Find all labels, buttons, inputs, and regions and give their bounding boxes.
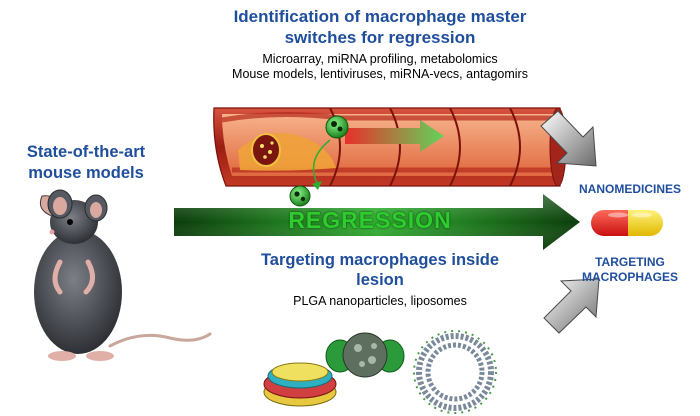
artery-illustration	[213, 107, 567, 207]
top-methods: Microarray, miRNA profiling, metabolomic…	[190, 52, 570, 82]
mouse-illustration	[34, 189, 212, 361]
top-title: Identification of macrophage master swit…	[233, 7, 527, 47]
nanomedicines-label: NANOMEDICINES	[578, 182, 681, 196]
targeting-subtitle: PLGA nanoparticles, liposomes	[293, 294, 467, 308]
targeting-title: Targeting macrophages inside lesion	[260, 251, 500, 289]
nanoparticle-sphere-icon	[325, 332, 405, 378]
top-methods-line-2: Mouse models, lentiviruses, miRNA-vecs, …	[232, 67, 528, 81]
liposome-icon	[413, 330, 497, 414]
left-title: State-of-the-art mouse models	[26, 143, 146, 182]
capsule-icon	[591, 210, 663, 236]
gray-arrow-down	[540, 110, 597, 167]
regression-label: REGRESSION	[288, 207, 452, 233]
regression-arrow	[174, 194, 580, 250]
gray-arrow-up	[543, 278, 600, 334]
nanoparticle-disc-icon	[263, 362, 337, 407]
top-methods-line-1: Microarray, miRNA profiling, metabolomic…	[262, 52, 498, 66]
targeting-macrophages-label: TARGETING MACROPHAGES	[581, 255, 678, 284]
